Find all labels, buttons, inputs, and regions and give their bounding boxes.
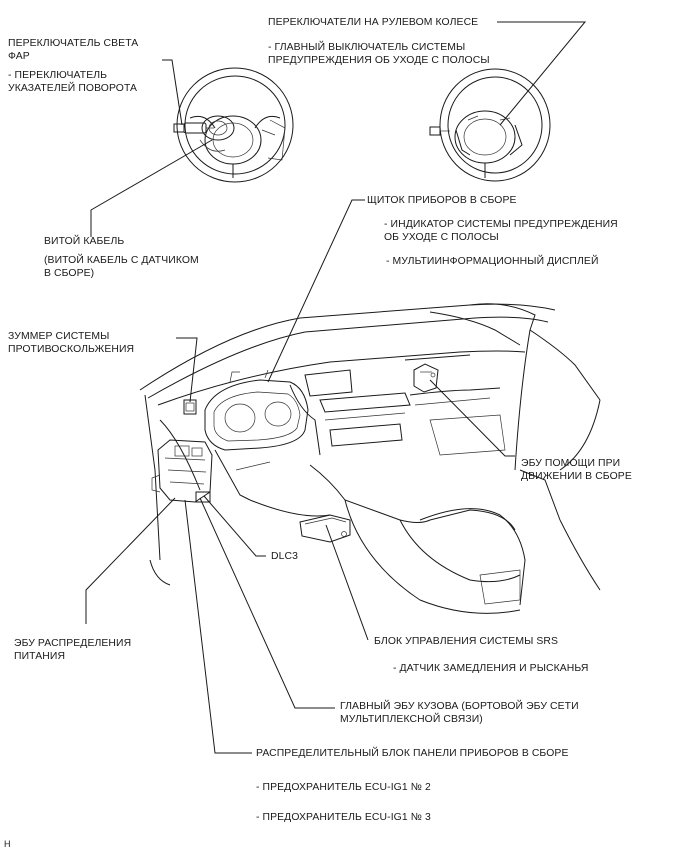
label-yaw-rate-sensor: - ДАТЧИК ЗАМЕДЛЕНИЯ И РЫСКАНЬЯ bbox=[393, 663, 589, 674]
srs-unit-part bbox=[299, 514, 351, 543]
steering-wheel-left bbox=[176, 67, 294, 183]
corner-mark: H bbox=[4, 839, 11, 849]
combination-meter-part bbox=[204, 369, 309, 451]
label-steering-wheel-switches: ПЕРЕКЛЮЧАТЕЛИ НА РУЛЕВОМ КОЛЕСЕ bbox=[268, 17, 479, 28]
headlight-switch-stalk bbox=[173, 122, 214, 134]
spiral-cable-part bbox=[199, 115, 235, 152]
label-dlc3: DLC3 bbox=[271, 551, 298, 562]
label-spiral-cable: ВИТОЙ КАБЕЛЬ bbox=[44, 236, 125, 247]
label-combination-meter: ЩИТОК ПРИБОРОВ В СБОРЕ bbox=[367, 195, 517, 206]
label-multi-info-display: - МУЛЬТИИНФОРМАЦИОННЫЙ ДИСПЛЕЙ bbox=[386, 256, 599, 267]
buzzer-part bbox=[183, 399, 197, 415]
driving-support-ecu-part bbox=[413, 363, 439, 393]
steering-wheel-right bbox=[429, 68, 551, 182]
label-fuse-ecu-ig1-2: - ПРЕДОХРАНИТЕЛЬ ECU-IG1 № 2 bbox=[256, 782, 431, 793]
label-instrument-junction-block: РАСПРЕДЕЛИТЕЛЬНЫЙ БЛОК ПАНЕЛИ ПРИБОРОВ В… bbox=[256, 748, 569, 759]
label-fuse-ecu-ig1-3: - ПРЕДОХРАНИТЕЛЬ ECU-IG1 № 3 bbox=[256, 812, 431, 823]
junction-block-part bbox=[151, 439, 213, 503]
leader-lines bbox=[85, 21, 587, 754]
label-srs-unit: БЛОК УПРАВЛЕНИЯ СИСТЕМЫ SRS bbox=[374, 636, 559, 647]
dashboard-outline bbox=[139, 303, 601, 614]
